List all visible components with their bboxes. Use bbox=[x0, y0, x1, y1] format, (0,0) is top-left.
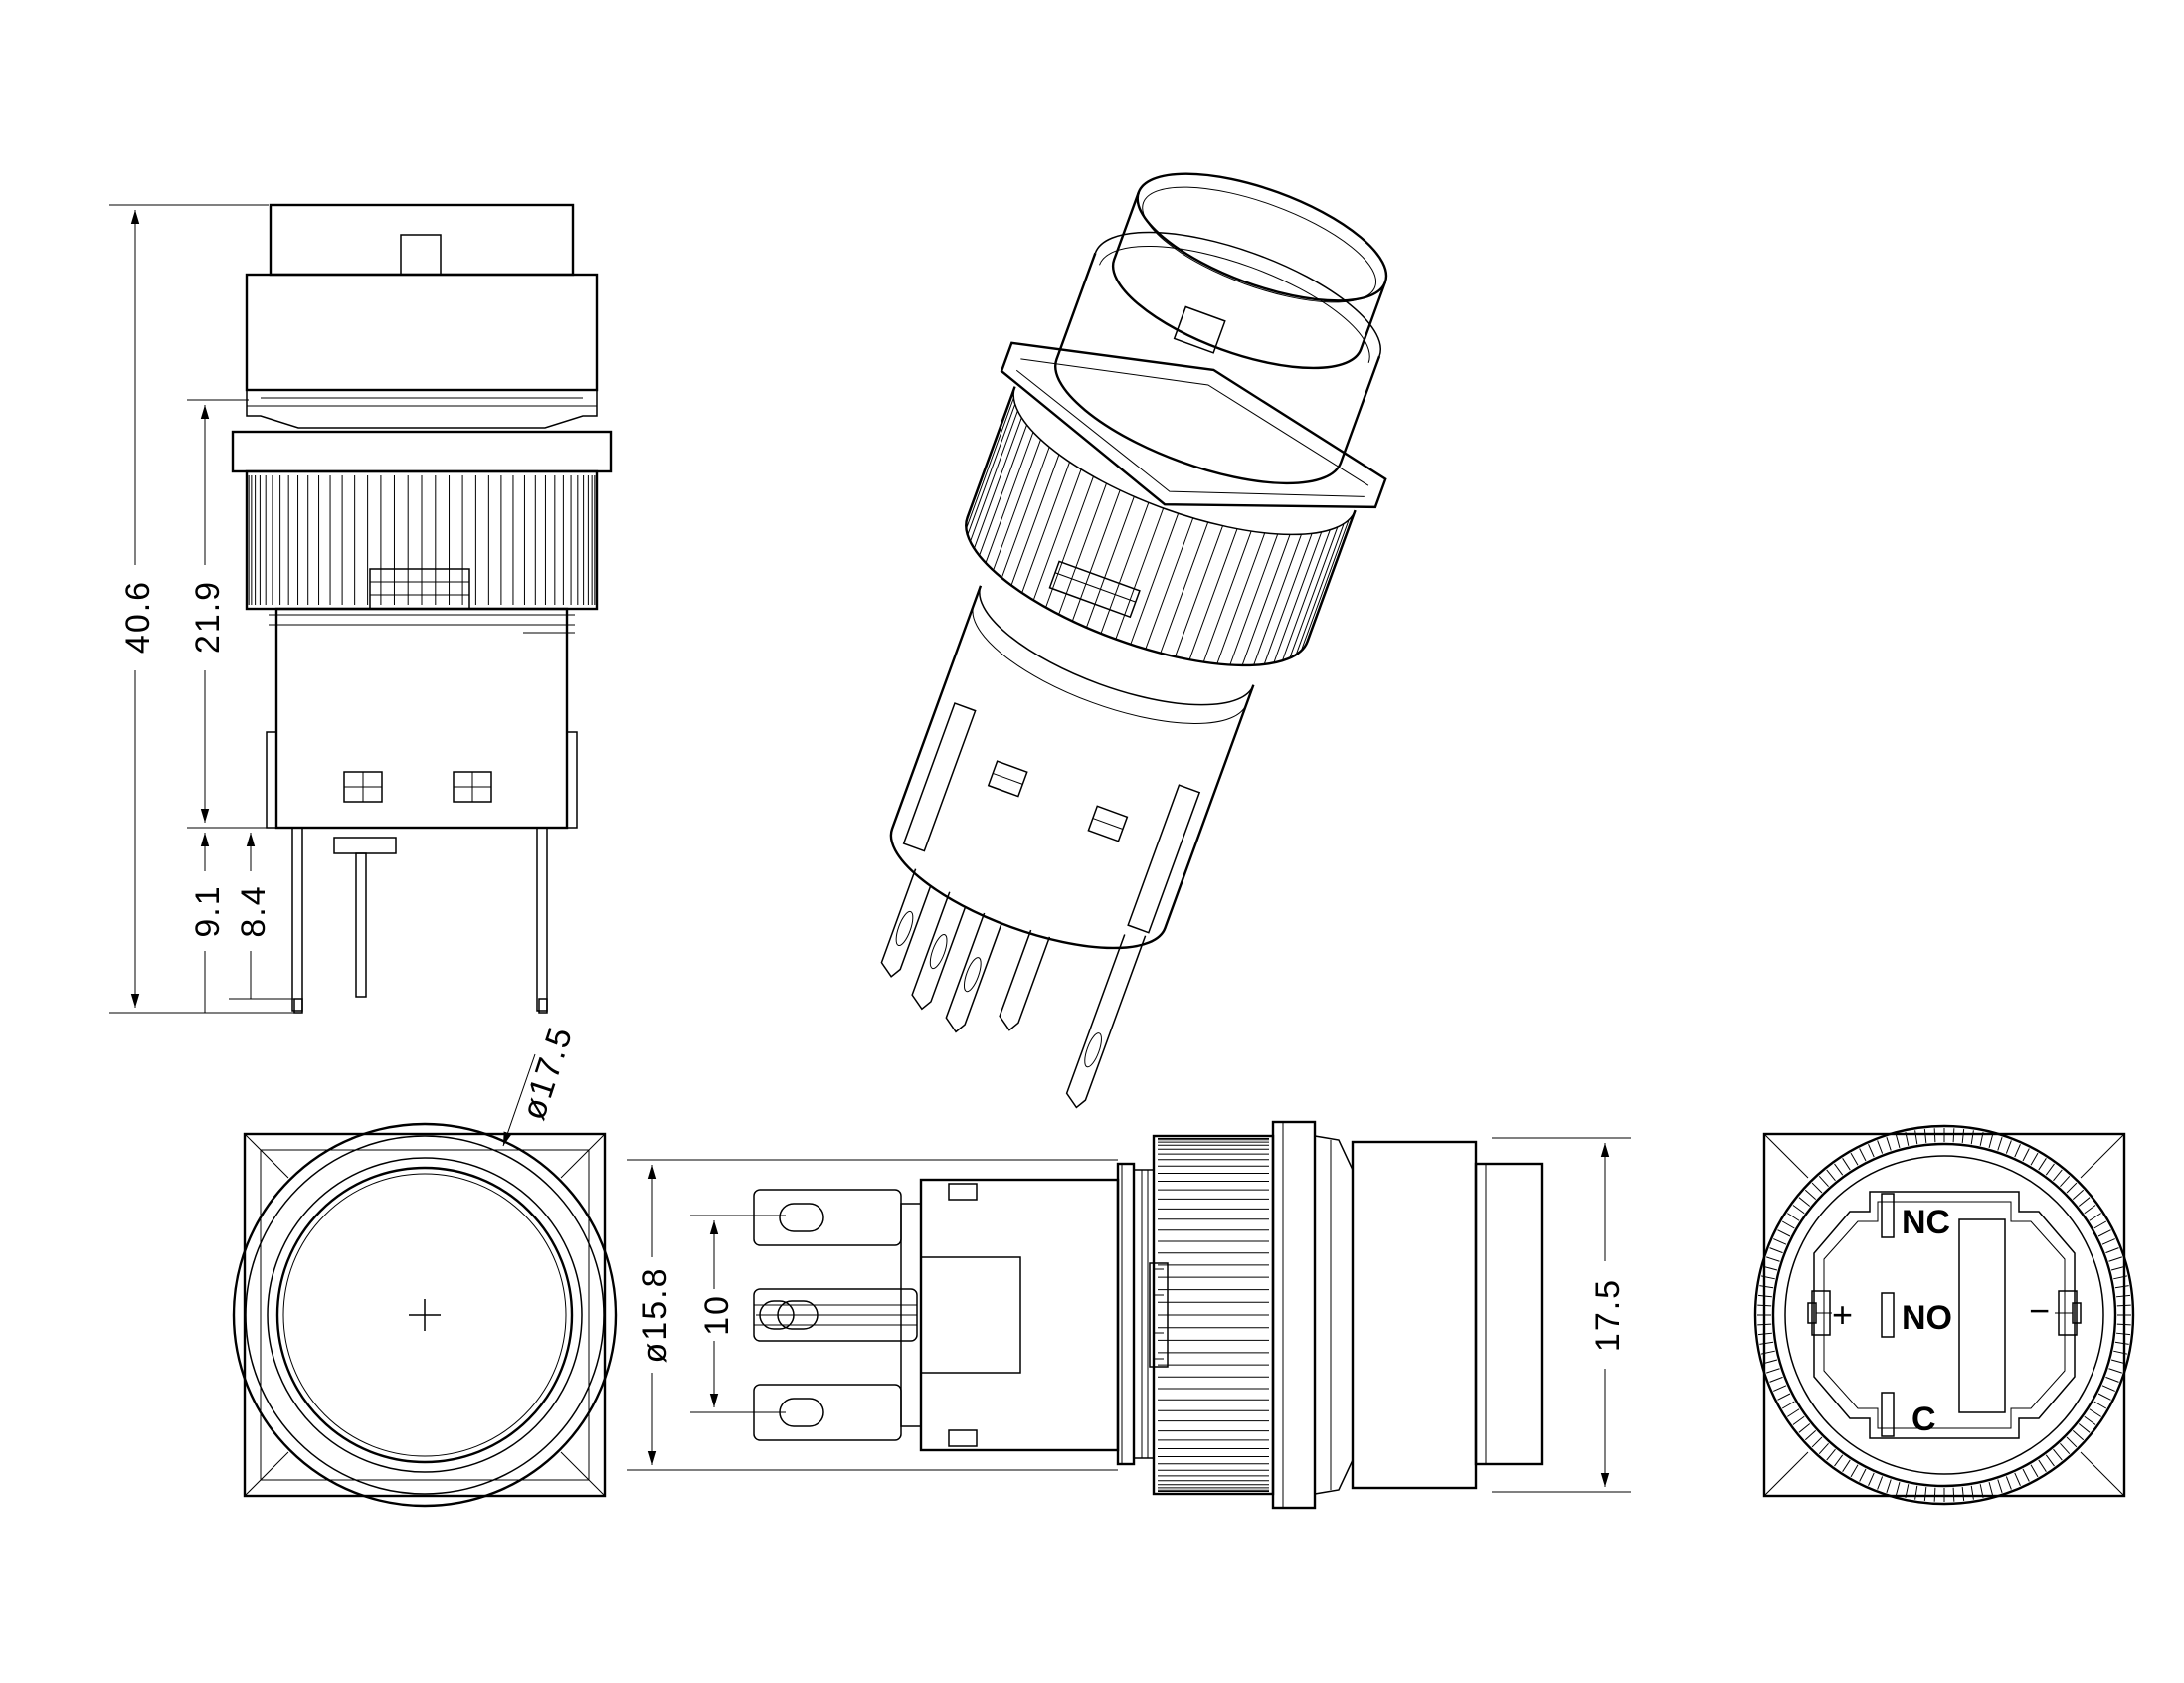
front-elevation-dimensions: 40.6 21.9 9.1 8.4 bbox=[109, 204, 294, 1014]
isometric-view bbox=[880, 172, 1388, 1109]
dim-bezel-diameter: ø17.5 bbox=[514, 1022, 580, 1125]
side-view: ø15.8 10 17.5 bbox=[627, 1120, 1631, 1510]
terminal-label-nc: NC bbox=[1902, 1204, 1950, 1241]
dim-terminal-pitch: 10 bbox=[698, 1294, 736, 1336]
dim-total-height: 40.6 bbox=[119, 580, 157, 654]
dim-terminal-inner: 8.4 bbox=[235, 884, 273, 937]
front-elevation-view bbox=[231, 203, 613, 1014]
terminal-label-minus: − bbox=[2029, 1290, 2050, 1331]
side-terminals bbox=[753, 1189, 918, 1441]
knurled-ring-texture bbox=[1757, 1128, 2131, 1502]
bottom-view: NC NO C + − bbox=[1753, 1124, 2135, 1506]
top-view: ø17.5 bbox=[232, 1022, 618, 1508]
terminal-label-no: NO bbox=[1902, 1299, 1952, 1337]
dim-body-height: 21.9 bbox=[189, 580, 227, 654]
dim-terminal-outer: 9.1 bbox=[189, 884, 227, 937]
knurled-nut-texture bbox=[247, 475, 597, 605]
dim-square-width: 17.5 bbox=[1589, 1278, 1627, 1352]
terminal-label-c: C bbox=[1911, 1401, 1936, 1438]
dim-body-diameter: ø15.8 bbox=[637, 1267, 674, 1364]
knurled-nut-texture-isometric bbox=[965, 391, 1354, 666]
terminal-label-plus: + bbox=[1832, 1294, 1853, 1335]
isometric-terminals bbox=[880, 868, 1147, 1109]
knurled-nut-texture-side bbox=[1158, 1137, 1269, 1493]
